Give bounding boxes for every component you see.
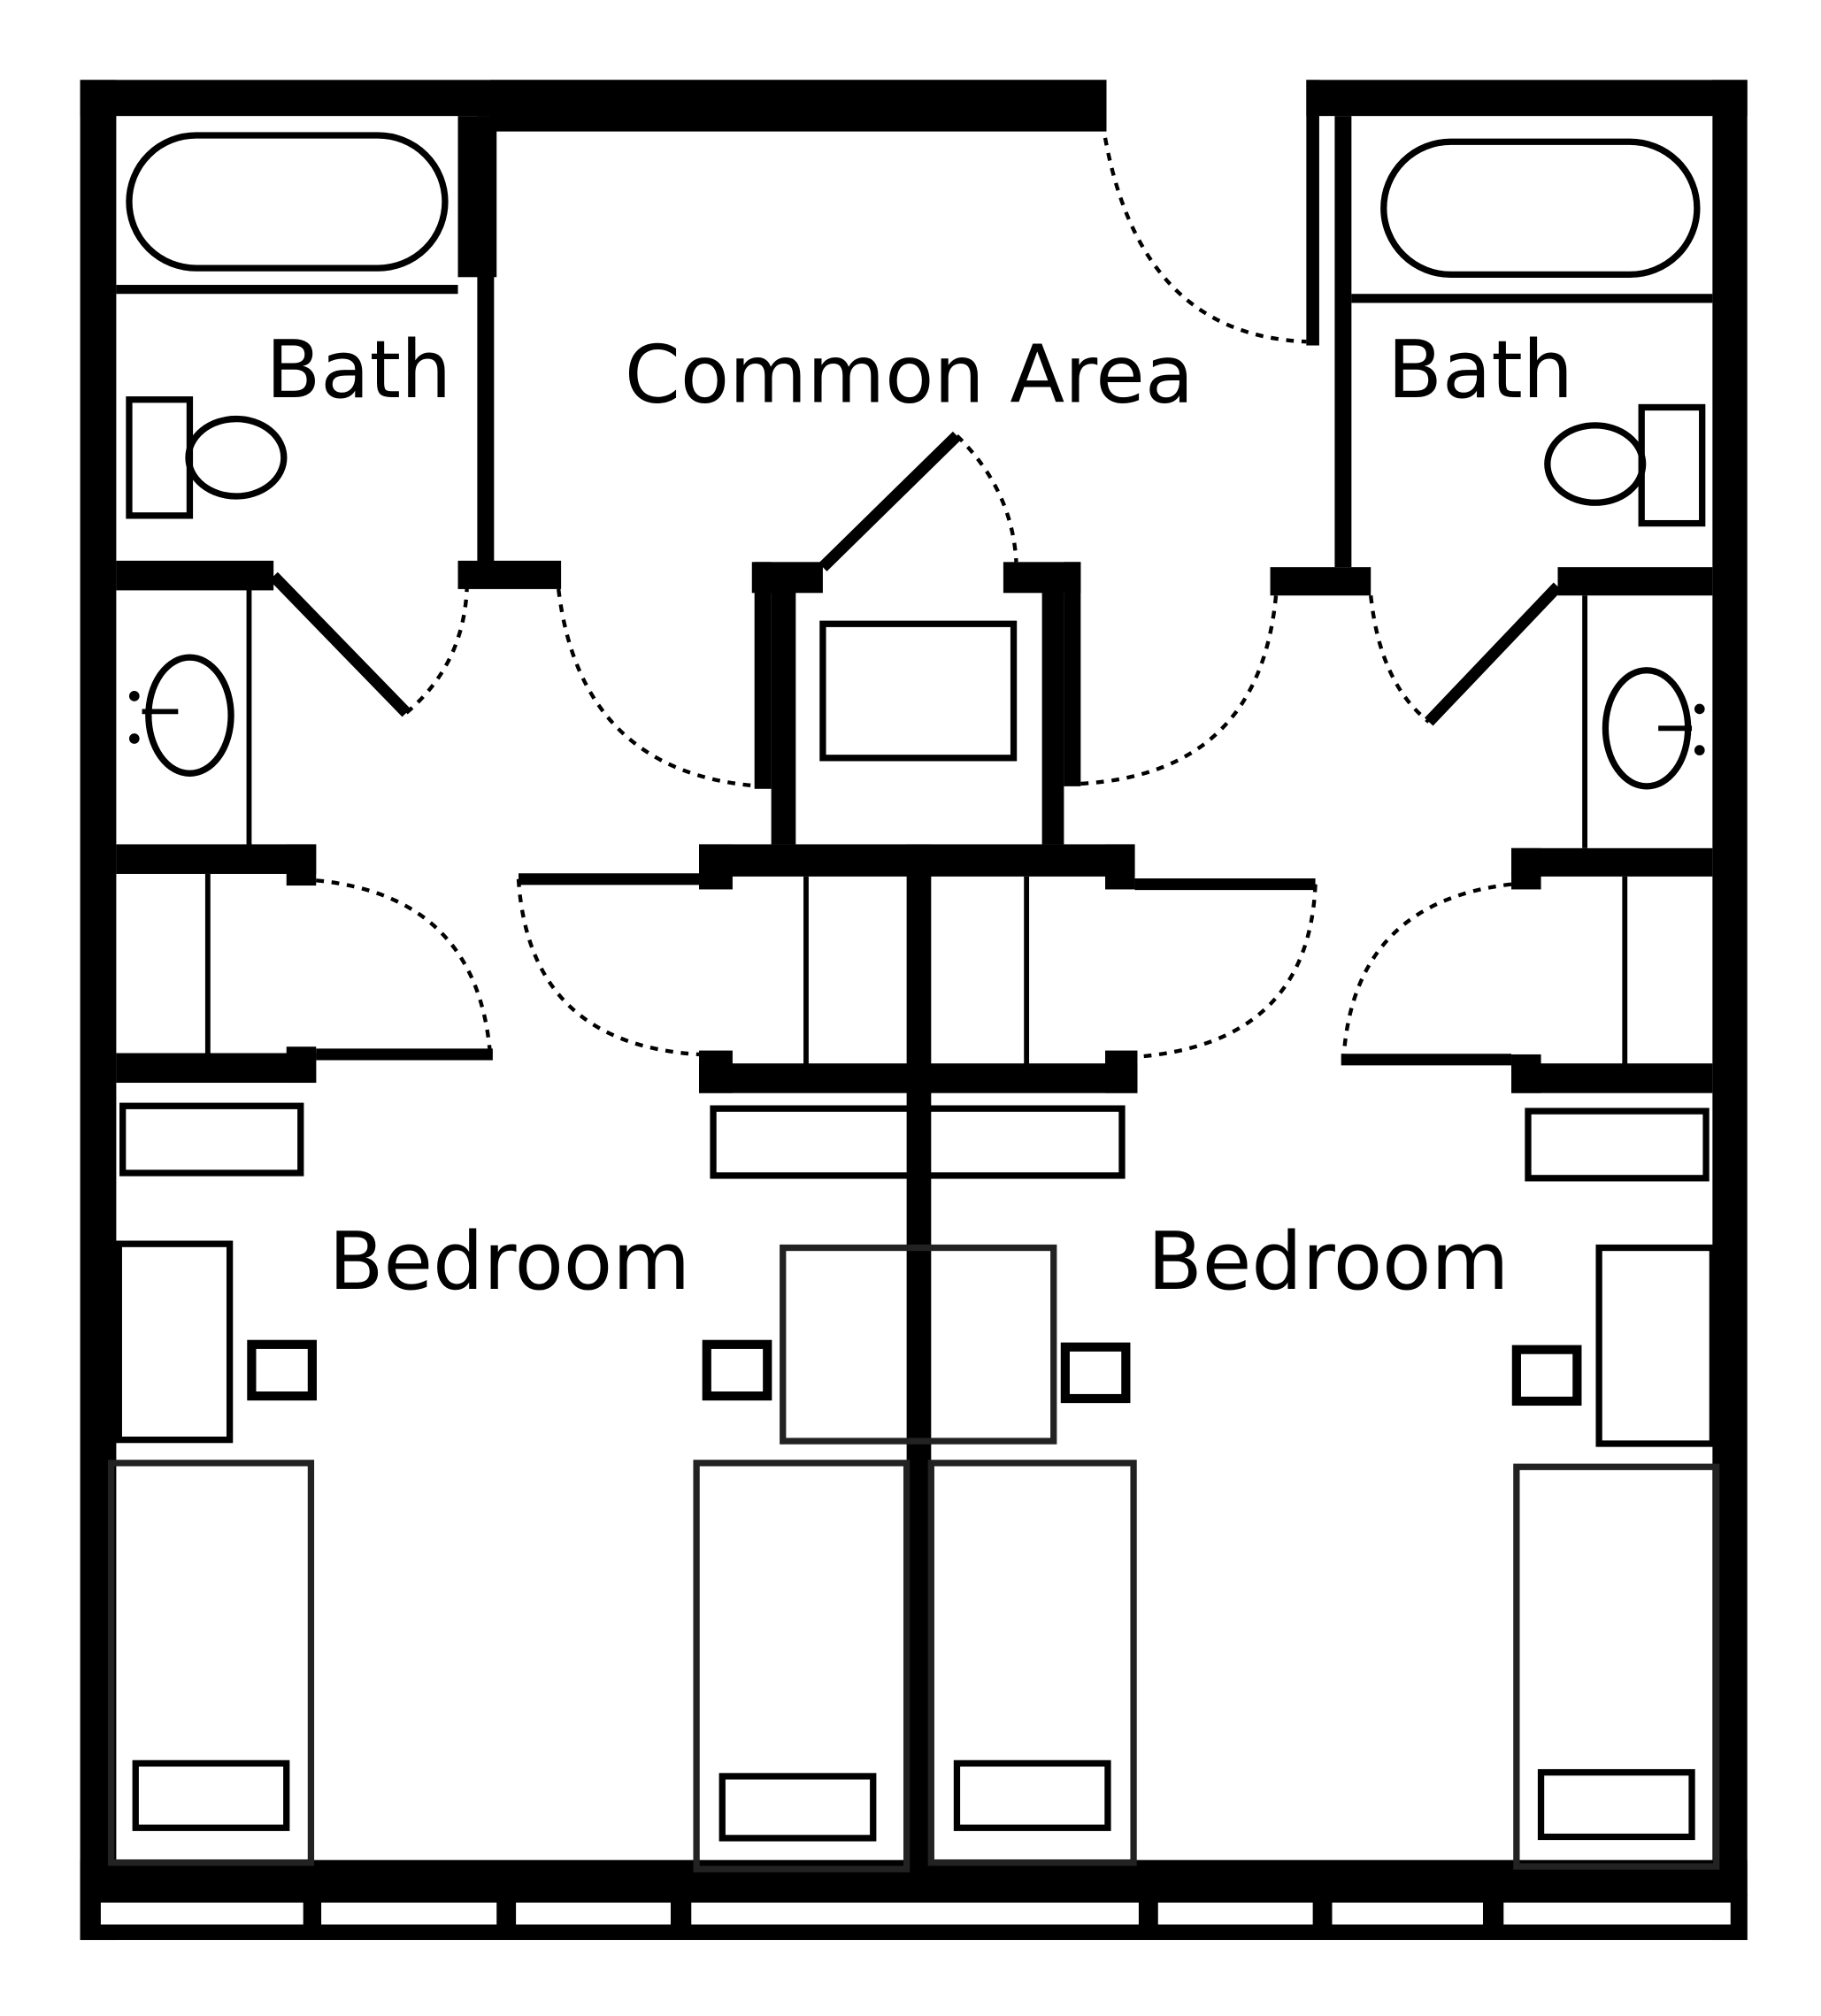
room-label-bath-left: Bath (265, 324, 451, 417)
center-closets (516, 431, 1318, 1869)
toilet-icon (1544, 403, 1706, 527)
pillow (1537, 1768, 1695, 1841)
pillow (953, 1759, 1111, 1831)
chair (702, 1339, 772, 1401)
sink-icon (128, 654, 234, 777)
pillow (718, 1773, 877, 1842)
bathtub-icon (1380, 138, 1701, 279)
room-label-common-area: Common Area (625, 329, 1194, 422)
bed (1513, 1463, 1720, 1870)
pillow (132, 1759, 290, 1831)
dresser (115, 1240, 234, 1444)
chair (1060, 1342, 1131, 1404)
sink-icon (1602, 667, 1705, 790)
bed (693, 1460, 910, 1873)
room-label-bedroom-right: Bedroom (1148, 1215, 1510, 1308)
bed (927, 1460, 1137, 1867)
chair (247, 1339, 317, 1401)
desk (780, 1244, 1057, 1445)
window-strip (80, 1895, 1748, 1941)
chair (1511, 1345, 1582, 1407)
tv-stand (819, 620, 1018, 762)
exterior-walls (80, 80, 1748, 1941)
furniture (107, 1102, 1720, 1873)
right-bath (1100, 116, 1713, 1093)
bathtub-icon (126, 132, 449, 272)
shelf (710, 1105, 1126, 1179)
shelf (119, 1102, 304, 1177)
bed (107, 1460, 315, 1867)
room-label-bath-right: Bath (1387, 324, 1573, 417)
room-label-bedroom-left: Bedroom (329, 1215, 691, 1308)
left-bath (116, 116, 562, 1084)
dresser (1595, 1244, 1716, 1447)
toilet-icon (126, 396, 288, 519)
shelf (1525, 1108, 1710, 1182)
